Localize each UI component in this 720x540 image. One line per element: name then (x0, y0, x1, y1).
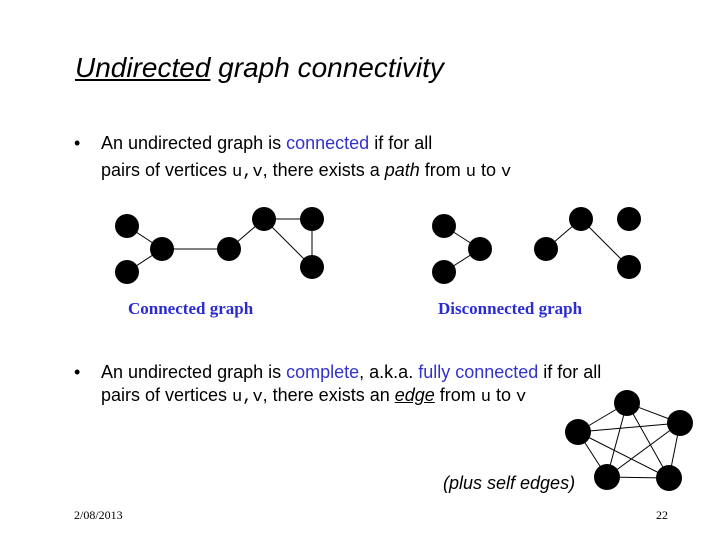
slide-title: Undirected graph connectivity (75, 52, 444, 84)
graph-node (617, 255, 641, 279)
graph-node (432, 260, 456, 284)
bullet-2-line-2: pairs of vertices u,v, there exists an e… (101, 385, 527, 407)
graph-node (614, 390, 640, 416)
bullet-2-line-1: An undirected graph is complete, a.k.a. … (101, 362, 602, 382)
footer-date: 2/08/2013 (74, 508, 123, 522)
bullet-1-marker: • (74, 133, 81, 153)
graph-node (667, 410, 693, 436)
graph-node (468, 237, 492, 261)
graph-node (252, 207, 276, 231)
graph-node (300, 255, 324, 279)
graph-node (150, 237, 174, 261)
page-number: 22 (656, 508, 668, 522)
term-complete: complete (286, 362, 360, 382)
disconnected-graph (432, 207, 641, 284)
self-edges-note: (plus self edges) (443, 473, 576, 493)
graph-node (656, 465, 682, 491)
term-edge: edge (394, 385, 435, 405)
caption-disconnected-graph: Disconnected graph (438, 299, 583, 318)
graph-node (534, 237, 558, 261)
caption-connected-graph: Connected graph (128, 299, 254, 318)
graph-node (217, 237, 241, 261)
term-fully-connected: fully connected (418, 362, 539, 382)
bullet-1-line-1: An undirected graph is connected if for … (101, 133, 433, 153)
term-path: path (384, 160, 420, 180)
bullet-2-marker: • (74, 362, 81, 382)
bullet-1-line-2: pairs of vertices u,v, there exists a pa… (101, 160, 512, 182)
connected-graph (115, 207, 324, 284)
title-underlined-word: Undirected (75, 52, 211, 83)
graph-node (569, 207, 593, 231)
graph-node (115, 214, 139, 238)
complete-graph (565, 390, 693, 491)
graph-node (300, 207, 324, 231)
term-connected: connected (286, 133, 370, 153)
graph-node (594, 464, 620, 490)
graph-node (115, 260, 139, 284)
graph-node (432, 214, 456, 238)
title-rest: graph connectivity (210, 52, 444, 83)
graph-node (565, 419, 591, 445)
graph-node (617, 207, 641, 231)
